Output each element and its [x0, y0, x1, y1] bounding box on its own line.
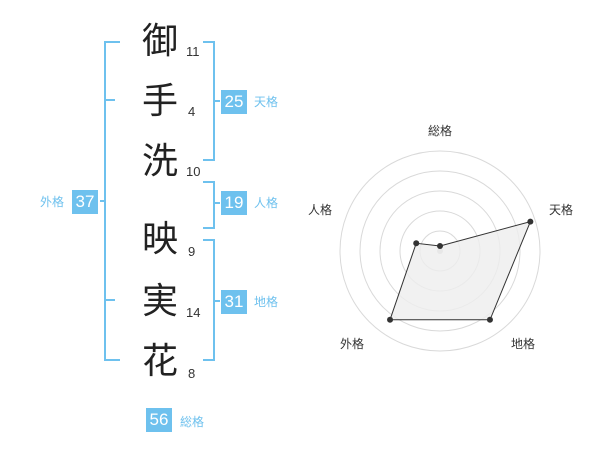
name-char-3: 洗 [142, 141, 179, 182]
radar-label-tenkaku: 天格 [549, 203, 574, 217]
chikaku-value-badge: 31 [221, 290, 247, 314]
radar-point-2 [527, 218, 534, 225]
radar-point-3 [486, 316, 493, 323]
name-char-1: 御 [142, 21, 179, 62]
radar-label-chikaku: 地格 [511, 337, 536, 351]
radar-point-5 [413, 240, 420, 247]
radar-label-jinkaku: 人格 [308, 203, 333, 217]
stroke-count-6: 8 [188, 366, 196, 381]
soukaku-value-badge: 56 [146, 408, 172, 432]
soukaku-label: 総格 [180, 415, 205, 429]
radar-label-gaikaku: 外格 [340, 337, 365, 351]
radar-ring [339, 150, 541, 352]
name-char-2: 手 [142, 81, 179, 122]
jinkaku-label: 人格 [254, 196, 279, 210]
name-char-4: 映 [142, 219, 179, 260]
radar-point-4 [387, 316, 394, 323]
tenkaku-value-badge: 25 [221, 90, 247, 114]
name-char-5: 実 [142, 281, 179, 322]
name-char-6: 花 [142, 341, 179, 382]
stroke-count-2: 4 [188, 104, 196, 119]
stroke-count-3: 10 [186, 164, 201, 179]
radar-area [389, 220, 532, 321]
stroke-count-5: 14 [186, 305, 201, 320]
gaikaku-value-badge: 37 [72, 190, 98, 214]
stroke-count-1: 11 [186, 44, 200, 59]
radar-label-soukaku: 総格 [428, 124, 453, 138]
jinkaku-value-badge: 19 [221, 191, 247, 215]
radar-ring [359, 170, 521, 332]
stroke-count-4: 9 [188, 244, 196, 259]
gaikaku-label: 外格 [40, 195, 65, 209]
tenkaku-label: 天格 [254, 95, 279, 109]
radar-point-1 [437, 243, 443, 249]
chikaku-label: 地格 [254, 295, 279, 309]
jinkaku-bracket [203, 181, 215, 229]
